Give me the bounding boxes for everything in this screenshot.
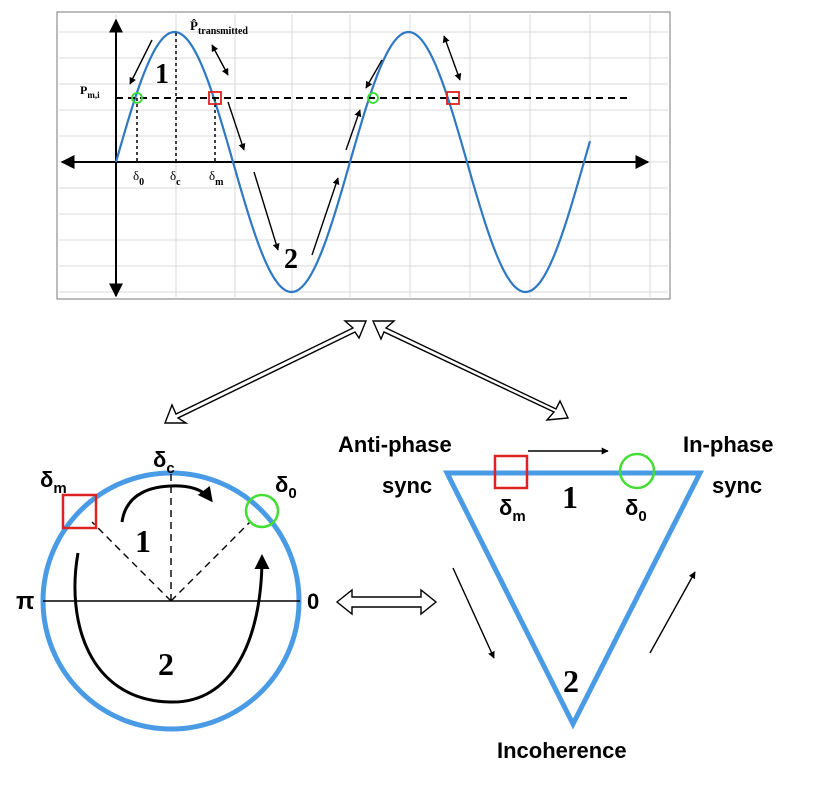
trajectory-arrow [365,59,383,89]
unstable-point-marker-2 [446,91,460,105]
circle-region-2-label: 2 [158,646,174,682]
pmi-label: Pm,i [80,83,100,100]
trajectory-arrow [129,39,153,85]
circle-delta0-label: δ0 [275,472,297,502]
anti-phase-label-line2: sync [382,473,432,498]
in-phase-label-line2: sync [712,473,762,498]
region-2-label: 2 [284,244,298,275]
power-angle-plot: Pm,i P̂transmitted δ0 δc δm 1 2 [56,11,671,300]
trajectory-arrow [211,44,229,76]
plot-frame [56,11,671,300]
plot-grid [59,14,668,297]
circle-unstable-marker [61,493,98,530]
connector-arrows [163,320,570,616]
circle-deltam-radius [91,521,172,602]
circle-deltac-label: δc [153,447,175,477]
triangle-arrow-left [452,567,495,659]
delta0-label: δ0 [133,168,144,188]
p-transmitted-label: P̂transmitted [190,18,248,37]
deltam-label: δm [209,168,224,188]
circle-zero-label: 0 [307,589,319,614]
circle-region-1-label: 1 [135,523,151,559]
trajectory-arrow [227,101,246,151]
trajectory-arrow [345,109,362,151]
incoherence-label: Incoherence [497,738,627,763]
triangle-arrow-right [649,571,696,654]
phase-circle: δc δm δ0 π 0 1 2 [16,447,319,732]
double-arrow-left [163,320,368,424]
double-arrow-right [371,320,570,421]
circle-stable-marker [244,493,280,529]
power-angle-curve [114,30,592,294]
triangle-delta0-label: δ0 [625,495,647,525]
sync-triangle-outline [442,470,705,730]
circle-pi-label: π [16,588,34,615]
double-arrow-horizontal [335,588,438,616]
in-phase-label-line1: In-phase [683,432,773,457]
circle-delta0-radius [170,521,251,602]
region-1-label: 1 [155,59,169,90]
trajectory-arrow [311,177,340,256]
triangle-stable-marker [618,452,656,490]
triangle-unstable-marker [493,454,529,490]
unstable-point-marker [208,91,222,105]
triangle-deltam-label: δm [499,495,526,525]
triangle-region-2-label: 2 [563,663,579,699]
triangle-region-1-label: 1 [562,479,578,515]
stable-point-marker-2 [367,92,379,104]
trajectory-arrow [253,171,280,251]
circle-arrow-lower [73,552,270,704]
sync-triangle: Anti-phase sync In-phase sync δm δ0 1 2 … [338,432,773,763]
trajectory-arrow [442,35,462,81]
circle-arrow-upper [120,484,213,523]
deltac-label: δc [170,168,181,188]
circle-deltam-label: δm [40,467,67,497]
stable-point-marker [131,92,143,104]
anti-phase-label-line1: Anti-phase [338,432,452,457]
